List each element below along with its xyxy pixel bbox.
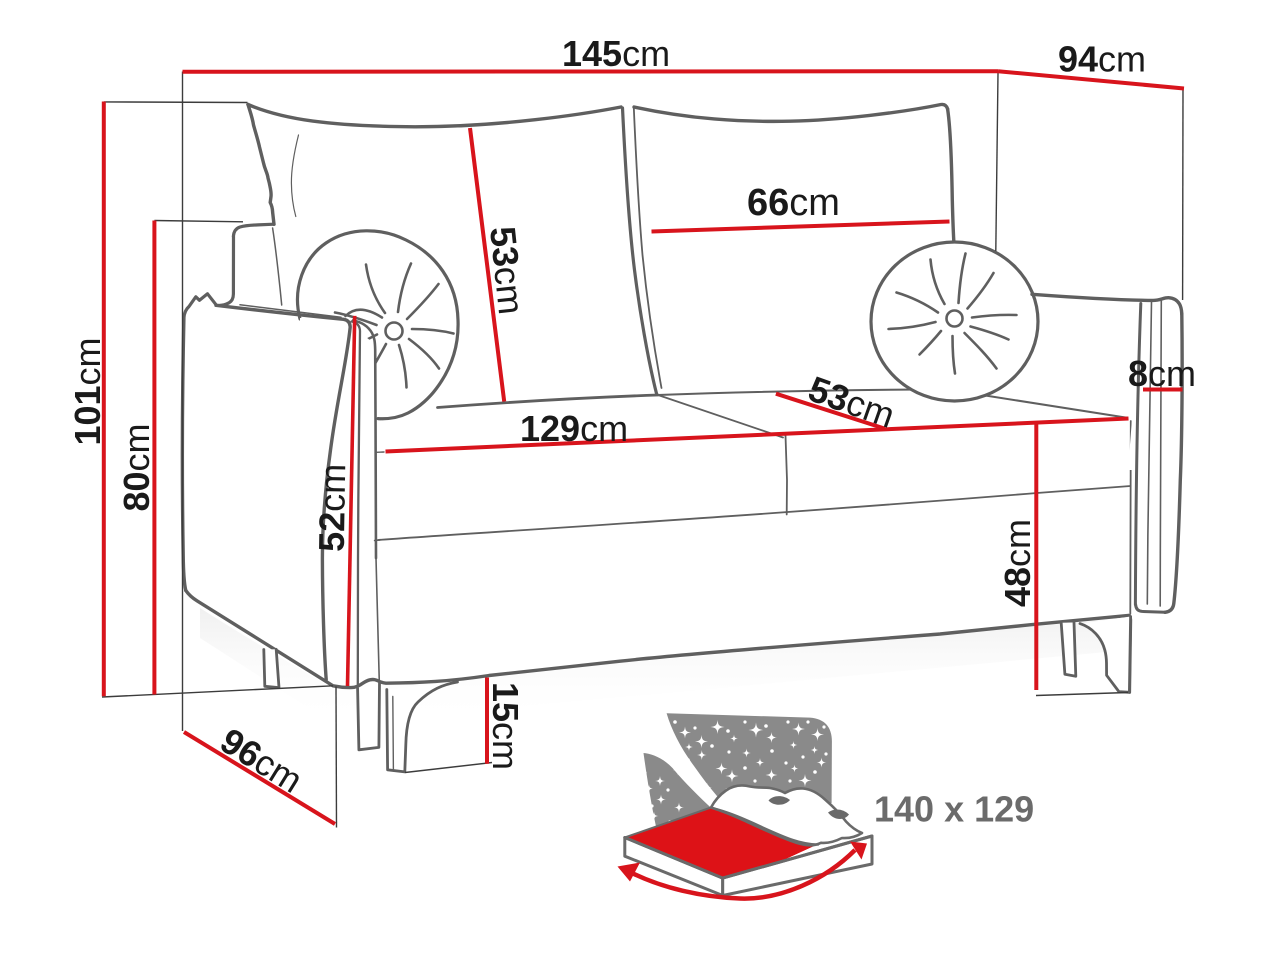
svg-text:15cm: 15cm bbox=[485, 682, 526, 770]
svg-text:145cm: 145cm bbox=[562, 33, 670, 74]
svg-text:8cm: 8cm bbox=[1128, 353, 1196, 394]
svg-text:53cm: 53cm bbox=[482, 225, 532, 317]
svg-text:48cm: 48cm bbox=[997, 519, 1038, 607]
svg-text:94cm: 94cm bbox=[1058, 39, 1146, 80]
svg-text:101cm: 101cm bbox=[67, 337, 108, 445]
svg-text:66cm: 66cm bbox=[747, 182, 840, 224]
svg-text:52cm: 52cm bbox=[311, 463, 354, 552]
svg-text:80cm: 80cm bbox=[116, 423, 157, 511]
svg-text:129cm: 129cm bbox=[520, 408, 628, 449]
svg-text:140 x 129: 140 x 129 bbox=[874, 789, 1034, 830]
